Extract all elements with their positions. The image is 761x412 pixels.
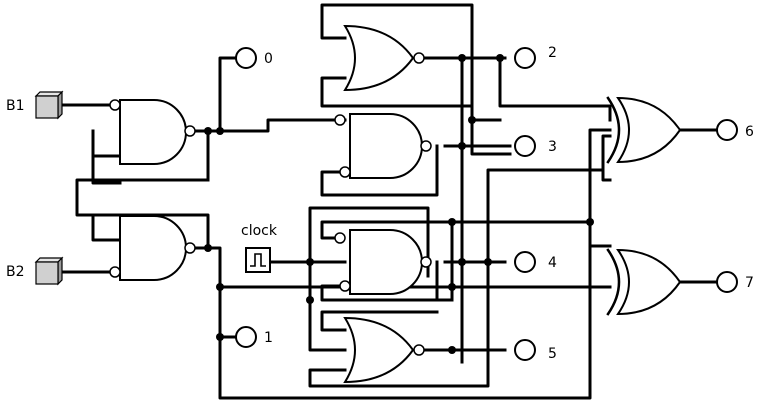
output-pin-5: 5	[514, 339, 557, 362]
junctions	[204, 54, 594, 354]
xor-gate-top	[606, 96, 682, 164]
wires	[56, 3, 718, 400]
input-button-b1[interactable]: B1	[6, 90, 64, 120]
output-pin-6: 6	[716, 119, 754, 141]
nand-gate-b1	[109, 99, 196, 165]
output-pin-0: 0	[235, 47, 273, 69]
output-label-2: 2	[548, 45, 557, 61]
clock-source[interactable]: clock	[241, 223, 278, 273]
output-label-1: 1	[264, 330, 273, 346]
input-label-b2: B2	[6, 264, 25, 280]
nand-gate-middle-2	[334, 229, 432, 295]
output-pin-1: 1	[235, 326, 273, 348]
nand-gate-b2	[109, 215, 196, 281]
output-label-5: 5	[548, 346, 557, 362]
xor-gate-bottom	[606, 248, 682, 316]
square-wave-icon	[250, 253, 266, 267]
output-pin-4: 4	[514, 251, 557, 273]
output-pin-7: 7	[716, 271, 754, 293]
output-pin-2: 2	[514, 45, 557, 69]
nor-gate-top	[343, 24, 425, 92]
output-label-0: 0	[264, 51, 273, 67]
output-label-6: 6	[745, 124, 754, 140]
output-pin-3: 3	[514, 135, 557, 157]
input-label-b1: B1	[6, 98, 25, 114]
input-button-b2[interactable]: B2	[6, 256, 64, 286]
output-label-3: 3	[548, 139, 557, 155]
nand-gate-middle-1	[334, 113, 432, 179]
output-label-7: 7	[745, 275, 754, 291]
nor-gate-bottom	[343, 316, 425, 384]
clock-label: clock	[241, 223, 278, 239]
output-label-4: 4	[548, 255, 557, 271]
